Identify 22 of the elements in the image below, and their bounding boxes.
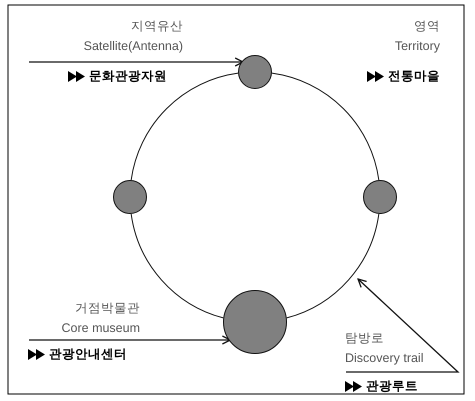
callout-text: 거점박물관 <box>74 300 140 316</box>
ring-arc <box>286 213 380 318</box>
node-circle <box>238 55 272 89</box>
arrow <box>346 278 460 373</box>
arrow <box>29 57 244 67</box>
callout-text: 문화관광자원 <box>89 68 167 84</box>
arrow <box>29 335 232 345</box>
callout-text: Core museum <box>60 320 140 336</box>
label-text: 영역 <box>413 18 440 34</box>
node-circle <box>363 180 397 214</box>
callout-text: Satellite(Antenna) <box>82 38 183 54</box>
callout-text: Discovery trail <box>345 350 424 366</box>
callout-text: 관광안내센터 <box>49 346 127 362</box>
ring-arc <box>130 213 224 318</box>
callout-text: 탐방로 <box>345 330 385 346</box>
node-circle <box>113 180 147 214</box>
label-text: Territory <box>394 38 440 54</box>
label-text: 전통마을 <box>388 68 440 84</box>
callout-text: 관광루트 <box>366 378 418 394</box>
ring-arc <box>271 72 380 181</box>
ring-arc <box>130 72 239 181</box>
callout-text: 지역유산 <box>130 18 183 34</box>
